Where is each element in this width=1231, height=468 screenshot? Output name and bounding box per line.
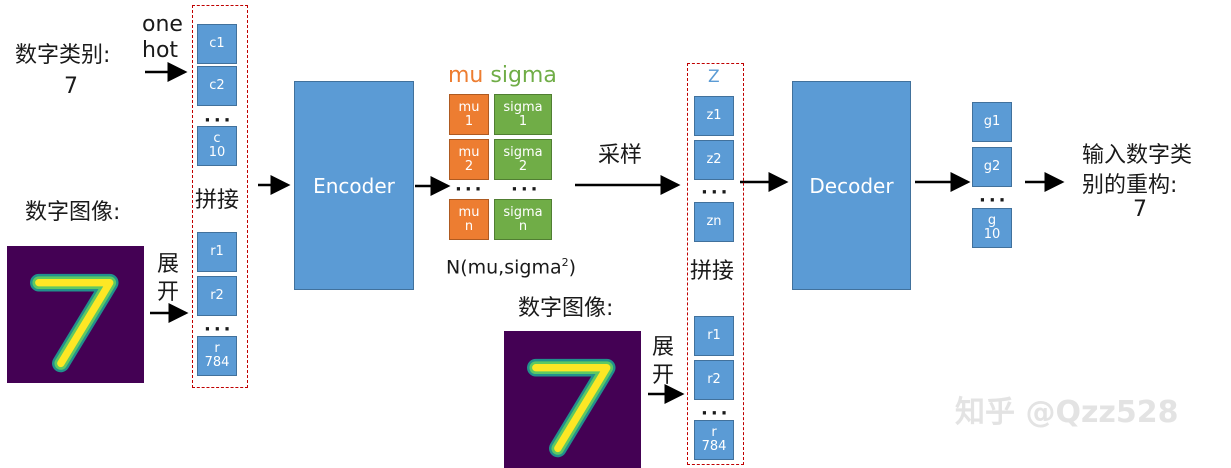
r784-cell-left: r 784 (197, 336, 237, 376)
c-dots: ··· (204, 110, 234, 131)
concat-label-right: 拼接 (690, 259, 735, 284)
digit-class-value: 7 (64, 74, 78, 99)
mu2-cell: mu 2 (449, 139, 489, 180)
formula-superscript: 2 (561, 256, 569, 269)
normal-distribution-formula: N(mu,sigma2) (446, 256, 577, 279)
r784-cell-right: r 784 (694, 420, 734, 460)
concat-vector-right (687, 63, 744, 465)
encoder-block: Encoder (294, 81, 414, 290)
r1-cell-right: r1 (694, 316, 734, 356)
sigma-dots: ··· (511, 179, 541, 200)
mun-cell: mu n (449, 199, 489, 240)
image-label-right: 数字图像: (518, 296, 614, 321)
reconstruction-value: 7 (1133, 197, 1147, 222)
digit-class-label: 数字类别: (15, 43, 111, 68)
sampling-label: 采样 (598, 143, 643, 168)
r1-cell-left: r1 (197, 232, 237, 272)
z-dots: ··· (701, 182, 731, 203)
r2-cell-right: r2 (694, 360, 734, 400)
image-label-left: 数字图像: (25, 200, 121, 225)
z-title: Z (708, 67, 720, 87)
mnist-digit-image-right (504, 331, 641, 468)
z1-cell: z1 (694, 96, 734, 136)
g10-cell: g 10 (972, 208, 1012, 248)
watermark: 知乎 @Qzz528 (955, 395, 1179, 430)
z2-cell: z2 (694, 140, 734, 180)
c1-cell: c1 (197, 24, 237, 64)
r-dots-right: ··· (701, 403, 731, 424)
sigman-cell: sigma n (494, 199, 552, 240)
r-dots-left: ··· (204, 319, 234, 340)
latent-title: mu sigma (448, 63, 557, 88)
zn-cell: zn (694, 202, 734, 242)
r2-cell-left: r2 (197, 276, 237, 316)
mu1-cell: mu 1 (449, 94, 489, 135)
reconstruction-label: 输入数字类 别的重构: (1082, 143, 1193, 198)
g-dots: ··· (979, 190, 1009, 211)
sigma-title: sigma (490, 63, 557, 88)
flatten-label-left: 展 开 (157, 252, 180, 305)
concat-label-left: 拼接 (195, 188, 240, 213)
mu-dots: ··· (455, 179, 485, 200)
sigma1-cell: sigma 1 (494, 94, 552, 135)
g2-cell: g2 (972, 147, 1012, 187)
onehot-label: one hot (142, 12, 183, 64)
formula-text: N(mu,sigma (446, 256, 562, 279)
concat-vector-left (192, 5, 248, 388)
flatten-label-right: 展 开 (652, 335, 675, 388)
decoder-block: Decoder (792, 81, 911, 290)
sigma2-cell: sigma 2 (494, 139, 552, 180)
c10-cell: c 10 (197, 126, 237, 166)
formula-close: ) (568, 256, 577, 279)
c2-cell: c2 (197, 66, 237, 106)
mnist-digit-image-left (7, 246, 144, 383)
mu-title: mu (448, 63, 484, 88)
g1-cell: g1 (972, 102, 1012, 142)
